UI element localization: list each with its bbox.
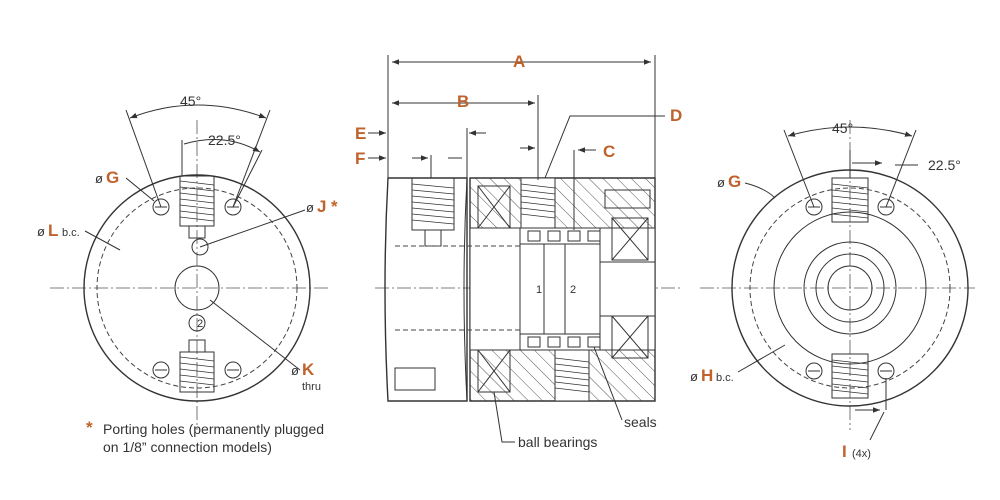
left-dia-g-symbol: ø [95,171,103,186]
label-e: E [355,124,366,143]
port-number-2-side: 2 [570,284,576,296]
right-bc-note: b.c. [716,372,734,384]
label-c: C [603,142,615,161]
label-k: K [302,360,315,379]
right-angle-45: 45° [832,120,853,136]
left-bc-note: b.c. [62,227,80,239]
ball-bearings-label: ball bearings [518,434,597,450]
left-angle-45: 45° [180,93,201,109]
port-number-1-side: 1 [536,284,542,296]
seals-label: seals [624,414,657,430]
left-top-thread [179,180,215,222]
right-dia-g-symbol: ø [717,175,725,190]
right-angle-22: 22.5° [928,157,961,173]
j-asterisk: * [331,197,338,216]
label-h: H [701,366,713,385]
left-bottom-thread [179,356,215,386]
thru-note: thru [302,381,321,393]
right-label-g: G [728,172,741,191]
right-bottom-thread [831,359,869,395]
right-end-view [700,120,975,441]
label-d: D [670,106,682,125]
count-4x-note: (4x) [852,448,871,460]
label-b: B [457,92,469,111]
left-dia-l-symbol: ø [37,224,45,239]
left-label-g: G [106,168,119,187]
label-l: L [48,221,58,240]
label-a: A [513,52,525,71]
side-bottom-thread [554,357,590,393]
label-j: J [317,197,326,216]
porting-asterisk: * [86,418,93,437]
left-angle-22: 22.5° [208,132,241,148]
label-f: F [355,149,365,168]
side-top-thread [520,183,556,219]
dia-j-symbol: ø [306,200,314,215]
porting-note-line1: Porting holes (permanently plugged [103,421,324,437]
right-top-thread [831,183,869,219]
left-end-view [50,104,330,430]
side-section-view [368,55,680,443]
rotor-thread [411,183,455,225]
dia-h-symbol: ø [690,369,698,384]
label-i: I [842,442,847,461]
porting-note-line2: on 1/8” connection models) [103,439,272,455]
port-number-2-left: 2 [197,318,203,330]
dia-k-symbol: ø [291,363,299,378]
